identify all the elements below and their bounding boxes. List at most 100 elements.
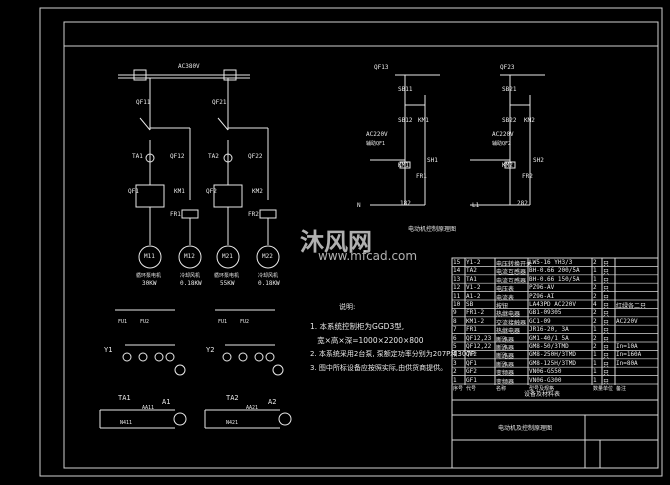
motor-3-name: 循环泵电机: [214, 273, 240, 279]
motor-4-name: 冷却风机: [258, 273, 279, 279]
qf22-label: QF22: [248, 153, 263, 160]
table-cell: 6: [453, 334, 457, 342]
vfd-qf1-label: QF1: [128, 188, 139, 195]
ctrl-left-lamp: SH1: [427, 157, 438, 164]
ctrl-right-km: KM2: [524, 117, 535, 124]
ctrl-left-supply2: 辅助QF1: [366, 141, 386, 147]
meter-y1: Y1: [104, 346, 113, 354]
table-header-cell: 名称: [496, 386, 507, 392]
table-cell: 只: [603, 328, 610, 336]
table-footer-title: 设备及材料表: [524, 391, 561, 398]
ta2-label: TA2: [208, 153, 219, 160]
table-cell: 2: [593, 343, 597, 350]
table-cell: QF12,23: [466, 334, 492, 342]
table-cell: 电流互感器: [496, 269, 527, 277]
table-cell: 5: [453, 343, 457, 350]
motor-4-power: 0.18KW: [258, 280, 280, 287]
ctrl-left-km: KM1: [418, 117, 429, 124]
watermark-name: 沐风网: [300, 228, 372, 256]
table-cell: 1: [593, 326, 597, 334]
ctrl-left-supply: AC220V: [366, 131, 388, 138]
table-cell: 断路器: [496, 345, 515, 352]
table-cell: 变频器: [496, 378, 515, 386]
breaker-qf11-label: QF11: [136, 99, 151, 106]
meter-fu2-left: FU2: [140, 319, 150, 325]
km2-label: KM2: [252, 188, 263, 195]
table-cell: 只: [603, 345, 610, 352]
meter-ta2: TA2: [226, 394, 239, 402]
fr1-label: FR1: [170, 211, 181, 218]
title-block: 电动机及控制原理图: [498, 425, 553, 432]
table-cell: 只: [603, 353, 610, 361]
meter-fu1-left: FU1: [118, 319, 128, 325]
motor-m12-label: M12: [184, 253, 195, 260]
table-cell: 只: [603, 269, 610, 277]
ctrl-right-qf: QF23: [500, 64, 515, 71]
meter-ta1: TA1: [118, 394, 131, 402]
fr2-label: FR2: [248, 211, 259, 218]
meter-a1: A1: [162, 398, 171, 406]
table-cell: 3: [453, 359, 457, 367]
table-cell: 电压转换开关: [496, 261, 533, 268]
meter-n411: N411: [120, 420, 133, 426]
table-cell: QF12,22: [466, 343, 492, 350]
table-cell: GM1-40/1 5A: [529, 334, 569, 342]
table-cell: SB: [466, 301, 474, 308]
table-cell: 热继电器: [496, 311, 521, 319]
table-cell: GM8-125H/3TMD: [529, 359, 576, 367]
table-cell: FR1: [466, 326, 477, 334]
ctrl-left-stop: SB11: [398, 86, 413, 93]
table-cell: TA1: [466, 275, 477, 283]
table-cell: In=10A: [616, 343, 638, 350]
notes-line-1: 1. 本系统控制柜为GGD3型,: [310, 322, 405, 331]
table-cell: 12: [453, 284, 461, 292]
table-cell: 只: [603, 303, 610, 310]
motor-1-power: 30KW: [142, 280, 157, 287]
table-cell: LA43PD AC220V: [529, 301, 576, 308]
table-cell: 1: [593, 376, 597, 384]
table-cell: 2: [593, 284, 597, 292]
table-cell: 4: [453, 351, 457, 359]
qf12-label: QF12: [170, 153, 185, 160]
motor-1-name: 循环泵电机: [136, 273, 162, 279]
table-cell: 只: [603, 261, 610, 268]
table-cell: 9: [453, 309, 457, 317]
table-cell: QF1: [466, 359, 477, 367]
table-cell: 2: [593, 292, 597, 300]
ctrl-right-stop: SB21: [502, 86, 517, 93]
table-cell: 断路器: [496, 361, 515, 369]
table-cell: 只: [603, 378, 610, 386]
table-cell: 1: [453, 376, 457, 384]
breaker-qf21-label: QF21: [212, 99, 227, 106]
table-cell: 电压表: [496, 286, 515, 294]
meter-n421: N421: [226, 420, 239, 426]
supply-label: AC380V: [178, 63, 200, 70]
table-cell: VN06-G300: [529, 376, 562, 384]
motor-m11-label: M11: [144, 253, 155, 260]
inner-border: [63, 21, 659, 469]
table-header-cell: 型号及规格: [529, 386, 555, 392]
table-cell: VN06-G550: [529, 368, 562, 376]
table-cell: LW5-16 YH3/3: [529, 259, 573, 266]
table-cell: 15: [453, 259, 461, 266]
ctrl-left-start: SB12: [398, 117, 413, 124]
km1-label: KM1: [174, 188, 185, 195]
ctrl-right-num: 282: [517, 200, 528, 207]
table-cell: 只: [603, 370, 610, 378]
table-cell: 11: [453, 292, 461, 300]
motor-2-power: 0.18KW: [180, 280, 202, 287]
ctrl-right-start: SB22: [502, 117, 517, 124]
table-cell: 只: [603, 336, 610, 344]
table-cell: FR1-2: [466, 309, 485, 317]
table-cell: 2: [593, 259, 597, 266]
table-cell: PZ96-AI: [529, 292, 555, 300]
table-header-cell: 序号: [453, 386, 464, 392]
table-cell: 热继电器: [496, 328, 521, 336]
table-cell: GF2: [466, 368, 477, 376]
table-cell: 10: [453, 301, 461, 308]
motor-m21-label: M21: [222, 253, 233, 260]
meter-aa11: AA11: [142, 405, 155, 411]
ctrl-right-supply: AC220V: [492, 131, 514, 138]
ctrl-left-n: N: [357, 202, 361, 209]
